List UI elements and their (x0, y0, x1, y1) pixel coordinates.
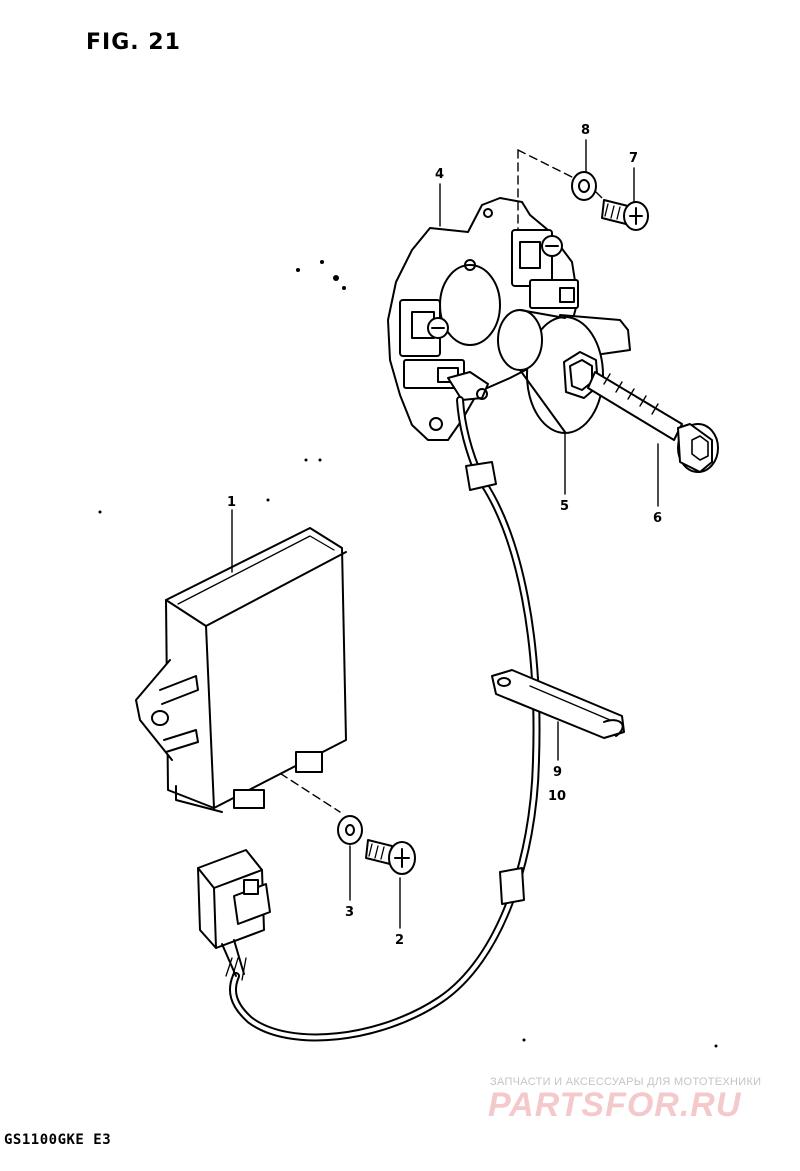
callout-3: 3 (345, 905, 354, 920)
callout-4: 4 (435, 167, 444, 182)
callout-9: 9 (553, 765, 562, 780)
rotor-bolt (588, 372, 718, 472)
figure-title: FIG. 21 (86, 30, 181, 55)
washer-3 (338, 816, 362, 844)
model-code: GS1100GKE E3 (4, 1132, 112, 1148)
screw-7 (602, 200, 648, 230)
screw-2 (366, 840, 415, 874)
watermark-tagline: ЗАПЧАСТИ И АКСЕССУАРЫ ДЛЯ МОТОТЕХНИКИ (490, 1076, 762, 1088)
watermark-brand-logo: PARTSFOR.RU (488, 1086, 742, 1124)
callout-10: 10 (548, 789, 566, 804)
wire-harness (226, 400, 537, 1037)
scan-specks (98, 260, 718, 1048)
signal-generator-rotor (498, 310, 630, 433)
wire-clamp (492, 670, 624, 738)
callout-2: 2 (395, 933, 404, 948)
callout-5: 5 (560, 499, 569, 514)
callout-1: 1 (227, 495, 236, 510)
washer-8 (572, 172, 596, 200)
callout-8: 8 (581, 123, 590, 138)
igniter-unit (136, 528, 346, 812)
callout-7: 7 (629, 151, 638, 166)
signal-generator-plate (388, 198, 578, 440)
harness-connector (198, 850, 270, 976)
callout-6: 6 (653, 511, 662, 526)
leader-lines (231, 139, 659, 929)
